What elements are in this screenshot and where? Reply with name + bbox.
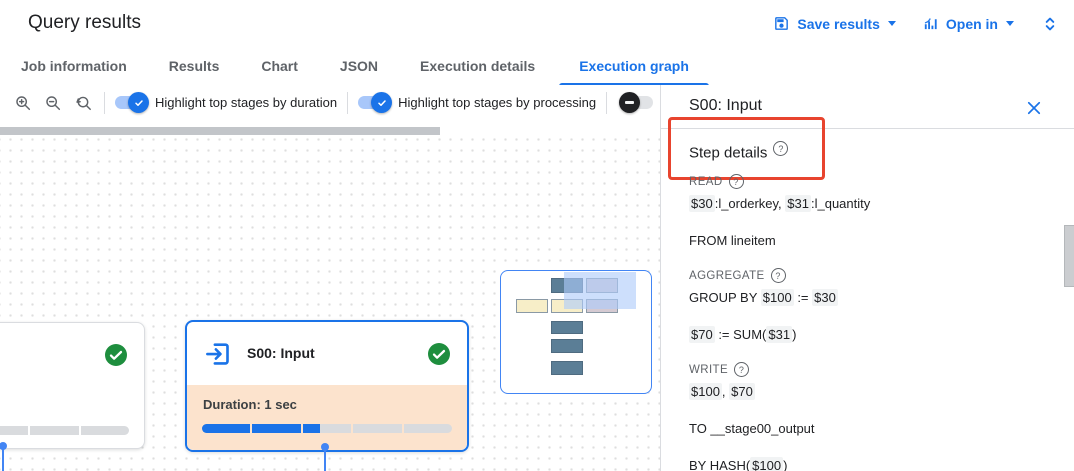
help-icon[interactable]: ? [773, 141, 789, 156]
tab-bar: Job information Results Chart JSON Execution… [0, 47, 1074, 86]
step-section-label: READ? [689, 174, 1051, 189]
toggle-highlight-processing[interactable]: Highlight top stages by processing [358, 92, 597, 113]
tab-execution-details[interactable]: Execution details [420, 58, 536, 74]
zoom-out-icon[interactable] [38, 90, 68, 116]
edge-line [2, 448, 4, 471]
minimap-viewport[interactable] [564, 272, 636, 309]
edge-connector-dot [0, 442, 7, 450]
tab-json[interactable]: JSON [339, 58, 379, 74]
step-code-line: TO __stage00_output [689, 421, 815, 436]
step-section-label: WRITE? [689, 362, 1051, 377]
help-icon[interactable]: ? [728, 174, 744, 189]
open-in-label: Open in [945, 15, 998, 32]
panel-title: S00: Input [689, 97, 762, 114]
save-results-button[interactable]: Save results [773, 15, 896, 32]
success-check-icon [105, 344, 127, 366]
stage-node-left-top[interactable] [0, 322, 145, 449]
check-icon [134, 99, 143, 106]
step-code-line: $100, $70 [689, 383, 755, 400]
toggle-partial[interactable] [619, 92, 654, 113]
divider [661, 128, 1074, 129]
minimap-stage-rect [551, 361, 583, 375]
step-code-line: GROUP BY $100 := $30 [689, 289, 838, 306]
header: Query results Save results Open in [0, 0, 1074, 48]
toggle-highlight-duration[interactable]: Highlight top stages by duration [115, 92, 338, 113]
collapse-expand-icon[interactable] [1040, 14, 1060, 34]
help-icon[interactable]: ? [734, 362, 750, 377]
graph-minimap[interactable] [500, 270, 652, 394]
minimap-stage-rect [551, 339, 583, 353]
step-section: READ? $30:l_orderkey, $31:l_quantity [689, 174, 1051, 213]
caret-down-icon [1006, 21, 1014, 26]
open-in-button[interactable]: Open in [922, 15, 1014, 32]
help-icon[interactable]: ? [770, 268, 786, 283]
edge-line [324, 449, 326, 471]
zoom-reset-icon[interactable] [68, 90, 98, 116]
zoom-in-icon[interactable] [8, 90, 38, 116]
edge-connector-dot [321, 443, 329, 451]
stage-title: S00: Input [247, 345, 315, 361]
step-section: $70 := SUM($31) [689, 325, 1051, 344]
panel-scrollbar-thumb[interactable] [1064, 225, 1074, 287]
step-code-line: FROM lineitem [689, 233, 776, 248]
step-section: FROM lineitem [689, 231, 1051, 250]
tab-execution-graph[interactable]: Execution graph [559, 47, 709, 86]
minimap-stage-rect [516, 299, 548, 313]
tab-job-information[interactable]: Job information [21, 58, 127, 74]
check-icon [377, 99, 386, 106]
step-code-line: $70 := SUM($31) [689, 326, 797, 343]
minus-icon [625, 101, 635, 104]
duration-progress-bar [0, 426, 129, 435]
input-stage-icon [206, 343, 229, 365]
step-section: TO __stage00_output [689, 419, 1051, 438]
step-section: AGGREGATE? GROUP BY $100 := $30 [689, 268, 1051, 307]
divider [606, 91, 608, 114]
duration-progress-bar [202, 424, 452, 433]
horizontal-scrollbar [0, 120, 660, 137]
tab-chart[interactable]: Chart [261, 58, 298, 74]
chart-icon [924, 18, 937, 30]
tab-results[interactable]: Results [168, 58, 220, 74]
step-code-line: $30:l_orderkey, $31:l_quantity [689, 195, 871, 212]
step-section: WRITE? $100, $70 [689, 362, 1051, 401]
success-check-icon [428, 343, 450, 365]
step-details-heading: Step details? [689, 141, 789, 162]
minimap-stage-rect [551, 321, 583, 334]
close-icon[interactable] [1025, 99, 1043, 117]
page-title: Query results [28, 12, 141, 33]
save-results-label: Save results [797, 15, 880, 32]
execution-graph-canvas[interactable]: records S00: Input Duration: 1 sec [0, 120, 660, 471]
stage-details-panel: S00: Input Step details? READ? $30:l_orde… [660, 85, 1074, 471]
stage-duration-label: Duration: 1 sec [203, 397, 297, 412]
step-code-line: BY HASH($100) [689, 456, 1051, 471]
divider [104, 91, 105, 114]
horizontal-scrollbar-thumb[interactable] [0, 127, 440, 135]
stage-node-s00-input[interactable]: S00: Input Duration: 1 sec [185, 320, 469, 452]
step-section-label: AGGREGATE? [689, 268, 1051, 283]
save-icon [775, 17, 789, 30]
step-section: BY HASH($100) [689, 456, 1051, 471]
toggle-processing-label: Highlight top stages by processing [398, 95, 597, 110]
graph-toolbar: Highlight top stages by duration Highlig… [0, 85, 660, 121]
divider [347, 91, 349, 114]
caret-down-icon [887, 21, 896, 26]
toggle-duration-label: Highlight top stages by duration [155, 95, 338, 110]
